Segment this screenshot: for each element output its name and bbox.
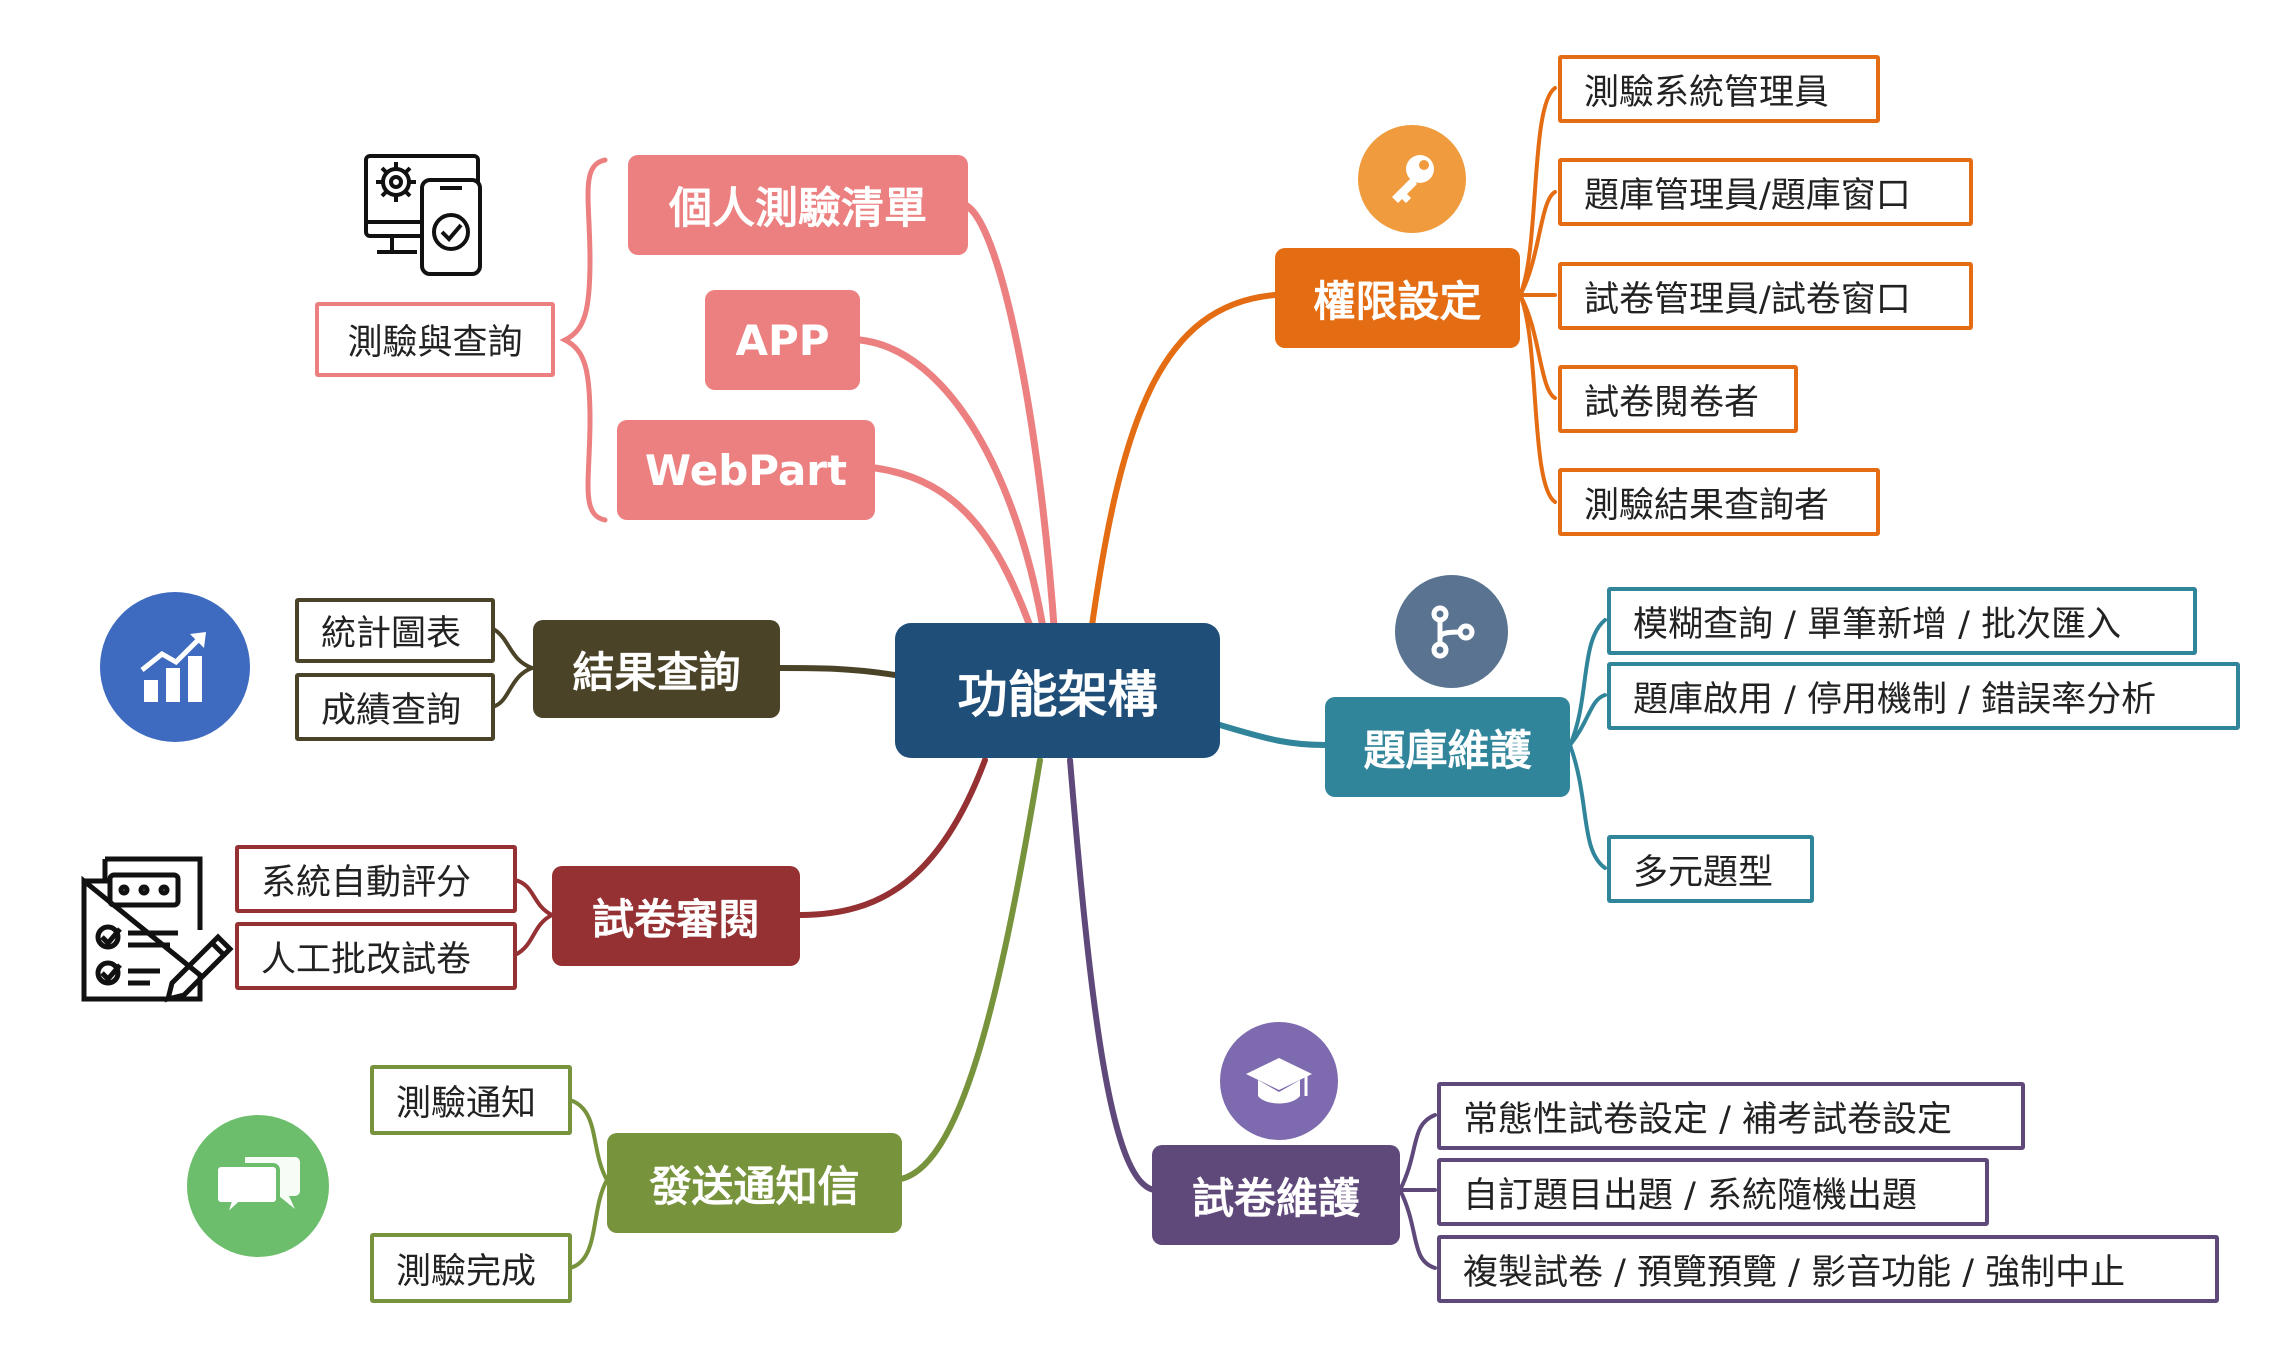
chart-growth-icon-circle (100, 592, 250, 742)
phone-settings-check-icon (364, 154, 482, 276)
result-item-1[interactable]: 成績查詢 (295, 673, 495, 741)
checklist-pen-icon (81, 856, 234, 1003)
bank-item-label: 模糊查詢 / 單筆新增 / 批次匯入 (1633, 604, 2122, 645)
permission-item-label: 試卷管理員/試卷窗口 (1584, 279, 1911, 320)
bank-item-1[interactable]: 題庫啟用 / 停用機制 / 錯誤率分析 (1607, 662, 2240, 730)
permission-item-label: 題庫管理員/題庫窗口 (1584, 175, 1911, 216)
notify-item-label: 測驗通知 (396, 1083, 537, 1124)
bank-item-2[interactable]: 多元題型 (1607, 835, 1814, 903)
review-item-label: 人工批改試卷 (261, 939, 472, 980)
notify-item-label: 測驗完成 (396, 1251, 537, 1292)
permission-item-label: 測驗系統管理員 (1584, 72, 1830, 113)
permission-item-0[interactable]: 測驗系統管理員 (1558, 55, 1880, 123)
result-item-label: 成績查詢 (321, 690, 462, 731)
app-node[interactable]: APP (705, 290, 860, 390)
chat-bubbles-icon (215, 1157, 300, 1221)
result-label: 結果查詢 (572, 647, 741, 697)
bank-item-label: 題庫啟用 / 停用機制 / 錯誤率分析 (1633, 679, 2157, 720)
branch-icon (1431, 605, 1474, 658)
chat-bubbles-icon-circle (187, 1115, 329, 1257)
permission-item-2[interactable]: 試卷管理員/試卷窗口 (1558, 262, 1973, 330)
review-node[interactable]: 試卷審閱 (552, 866, 800, 966)
bank-item-0[interactable]: 模糊查詢 / 單筆新增 / 批次匯入 (1607, 587, 2197, 655)
app-label: APP (735, 315, 830, 365)
paper-label: 試卷維護 (1191, 1173, 1360, 1223)
permission-item-3[interactable]: 試卷閱卷者 (1558, 365, 1798, 433)
notify-label: 發送通知信 (649, 1161, 860, 1211)
paper-item-0[interactable]: 常態性試卷設定 / 補考試卷設定 (1437, 1082, 2025, 1150)
permission-node[interactable]: 權限設定 (1275, 248, 1520, 348)
result-item-label: 統計圖表 (321, 614, 462, 654)
graduation-cap-icon-circle (1220, 1022, 1338, 1140)
chart-growth-icon (140, 632, 206, 702)
paper-item-label: 自訂題目出題 / 系統隨機出題 (1463, 1175, 1918, 1216)
key-icon-circle (1358, 125, 1466, 233)
bank-node[interactable]: 題庫維護 (1325, 697, 1570, 797)
paper-node[interactable]: 試卷維護 (1152, 1145, 1400, 1245)
center-label: 功能架構 (957, 665, 1158, 724)
result-node[interactable]: 結果查詢 (533, 620, 780, 718)
paper-item-label: 複製試卷 / 預覽預覽 / 影音功能 / 強制中止 (1463, 1252, 2126, 1293)
bank-item-label: 多元題型 (1633, 852, 1774, 893)
personal-list-label: 個人測驗清單 (669, 184, 927, 234)
permission-label: 權限設定 (1313, 276, 1482, 326)
graduation-cap-icon (1246, 1058, 1312, 1104)
paper-item-2[interactable]: 複製試卷 / 預覽預覽 / 影音功能 / 強制中止 (1437, 1235, 2219, 1303)
review-item-label: 系統自動評分 (261, 862, 472, 903)
notify-item-1[interactable]: 測驗完成 (370, 1233, 572, 1303)
notify-node[interactable]: 發送通知信 (607, 1133, 902, 1233)
permission-item-4[interactable]: 測驗結果查詢者 (1558, 468, 1880, 536)
group-label: 測驗與查詢 (347, 323, 523, 363)
group-label-box[interactable]: 測驗與查詢 (315, 302, 555, 377)
center-node[interactable]: 功能架構 (895, 623, 1220, 758)
personal-list-node[interactable]: 個人測驗清單 (628, 155, 968, 255)
webpart-label: WebPart (644, 445, 848, 495)
bank-label: 題庫維護 (1363, 725, 1532, 775)
notify-item-0[interactable]: 測驗通知 (370, 1065, 572, 1135)
review-item-0[interactable]: 系統自動評分 (235, 845, 517, 913)
paper-item-label: 常態性試卷設定 / 補考試卷設定 (1463, 1099, 1953, 1140)
permission-item-label: 試卷閱卷者 (1584, 382, 1760, 423)
branch-icon-circle (1395, 575, 1508, 688)
paper-item-1[interactable]: 自訂題目出題 / 系統隨機出題 (1437, 1158, 1989, 1226)
review-item-1[interactable]: 人工批改試卷 (235, 922, 517, 990)
permission-item-1[interactable]: 題庫管理員/題庫窗口 (1558, 158, 1973, 226)
webpart-node[interactable]: WebPart (617, 420, 875, 520)
permission-item-label: 測驗結果查詢者 (1584, 485, 1830, 526)
review-label: 試卷審閱 (591, 894, 760, 944)
result-item-0[interactable]: 統計圖表 (295, 598, 495, 663)
key-icon (1392, 155, 1434, 203)
